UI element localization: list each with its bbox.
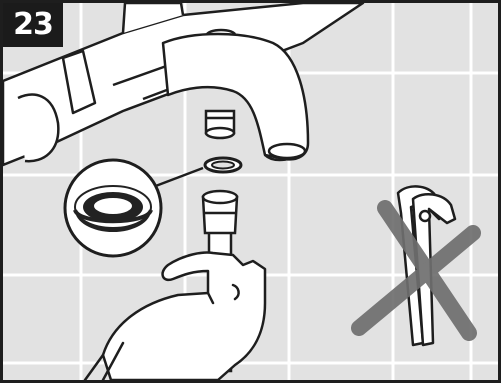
crossed-pliers-icon [359,186,473,345]
hand [85,253,265,381]
hose-outlet-connection [206,111,234,138]
illustration [3,3,498,380]
washer-seal [205,158,241,172]
step-number-badge: 23 [3,3,63,47]
